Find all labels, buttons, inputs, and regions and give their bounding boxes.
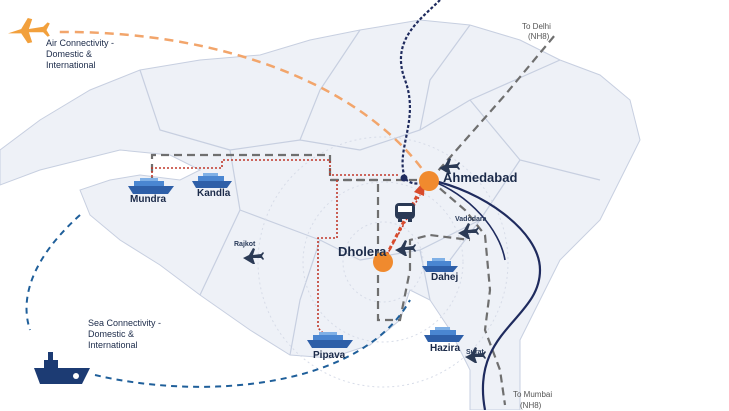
ship-icon	[307, 332, 353, 348]
sea-connectivity-label: Sea Connectivity -Domestic & Internation…	[88, 318, 162, 350]
train-icon	[395, 203, 415, 222]
mundra-label: Mundra	[130, 194, 167, 205]
highways	[150, 34, 556, 406]
kandla-label: Kandla	[197, 188, 231, 199]
airplane-icon	[439, 158, 460, 174]
rail-corridors	[151, 159, 421, 339]
land-area	[0, 19, 641, 410]
ahmedabad-label: Ahmedabad	[443, 170, 518, 185]
ship-icon	[422, 258, 458, 272]
junction-dot	[400, 174, 408, 182]
airplane-icon	[243, 248, 264, 264]
range-circles	[257, 136, 509, 388]
to-delhi-label: To Delhi	[522, 22, 551, 31]
ship-icon	[424, 327, 464, 342]
rajkot-label: Rajkot	[234, 241, 256, 248]
airplane-icon	[458, 223, 479, 239]
ship-icon	[128, 178, 174, 194]
hazira-label: Hazira	[430, 343, 461, 354]
district-borders	[139, 24, 601, 356]
sea-routes	[25, 214, 411, 388]
to-mumbai-label: To Mumbai	[513, 390, 553, 399]
airplane-icon	[8, 18, 50, 44]
ship-icon	[34, 352, 90, 384]
ship-icons	[34, 173, 464, 384]
vadodara-label: Vadodara	[455, 216, 487, 223]
air-connectivity-label: Air Connectivity -Domestic & Internation…	[46, 38, 115, 70]
dahej-label: Dahej	[431, 272, 459, 283]
mumbai-road-label: (NH8)	[520, 401, 542, 410]
airplane-icon	[395, 240, 416, 256]
dholera-marker	[373, 252, 393, 272]
ahmedabad-marker	[419, 171, 439, 191]
pipava-label: Pipava	[313, 350, 346, 361]
delhi-road-label: (NH8)	[528, 32, 550, 41]
airplane-icon	[465, 347, 486, 363]
air-route	[54, 30, 432, 181]
surat-label: Surat	[466, 349, 484, 356]
dholera-label: Dholera	[338, 244, 387, 259]
ship-icon	[192, 173, 232, 188]
railway-line	[399, 0, 542, 410]
